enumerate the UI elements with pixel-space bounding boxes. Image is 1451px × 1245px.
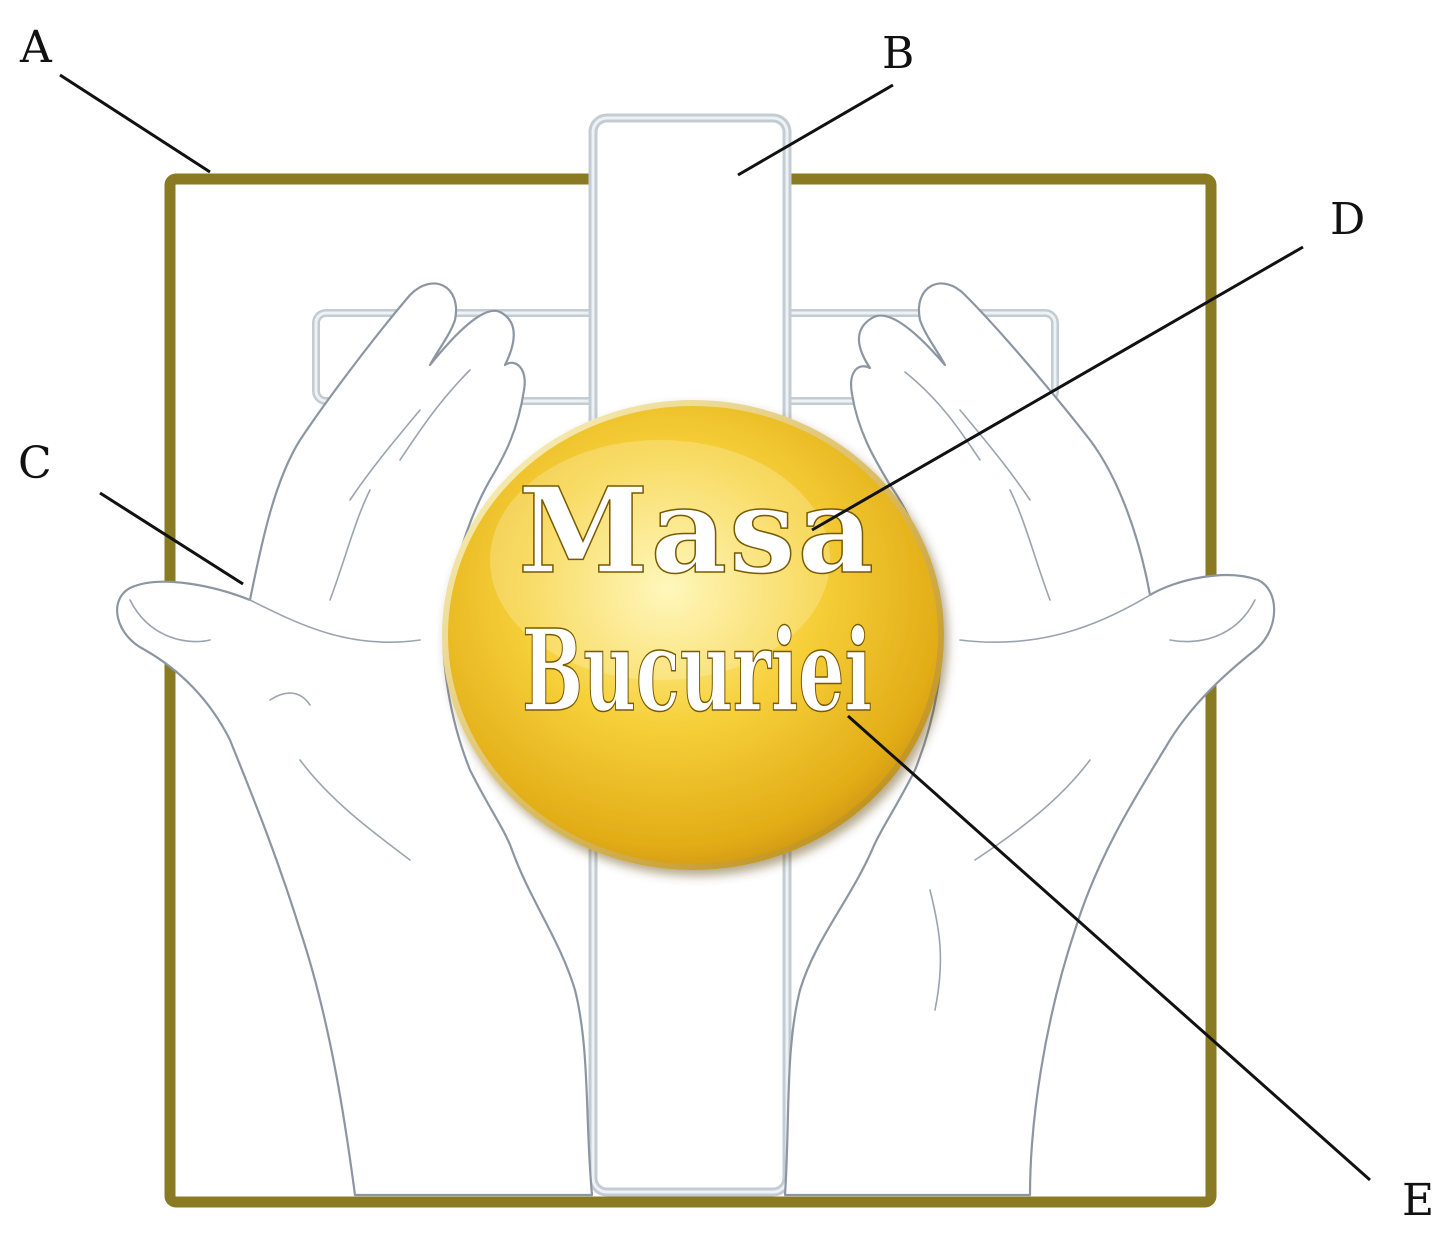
leader-line-e (847, 714, 1371, 1182)
leader-line-c (99, 491, 244, 586)
host-disc (442, 400, 944, 870)
leader-lines (59, 73, 1371, 1182)
callout-d: D (1330, 194, 1365, 245)
callout-c: C (18, 438, 52, 489)
logo-text: Masa Bucuriei (517, 460, 876, 738)
hands (116, 282, 1276, 1197)
leader-line-a (59, 73, 211, 174)
leader-line-d (811, 245, 1304, 532)
callout-b: B (882, 28, 914, 79)
logo-line-1: Masa (518, 461, 876, 600)
leader-line-b (737, 83, 894, 177)
logo-line-2: Bucuriei (522, 606, 872, 737)
callout-a: A (19, 22, 53, 73)
callout-e: E (1402, 1175, 1434, 1226)
